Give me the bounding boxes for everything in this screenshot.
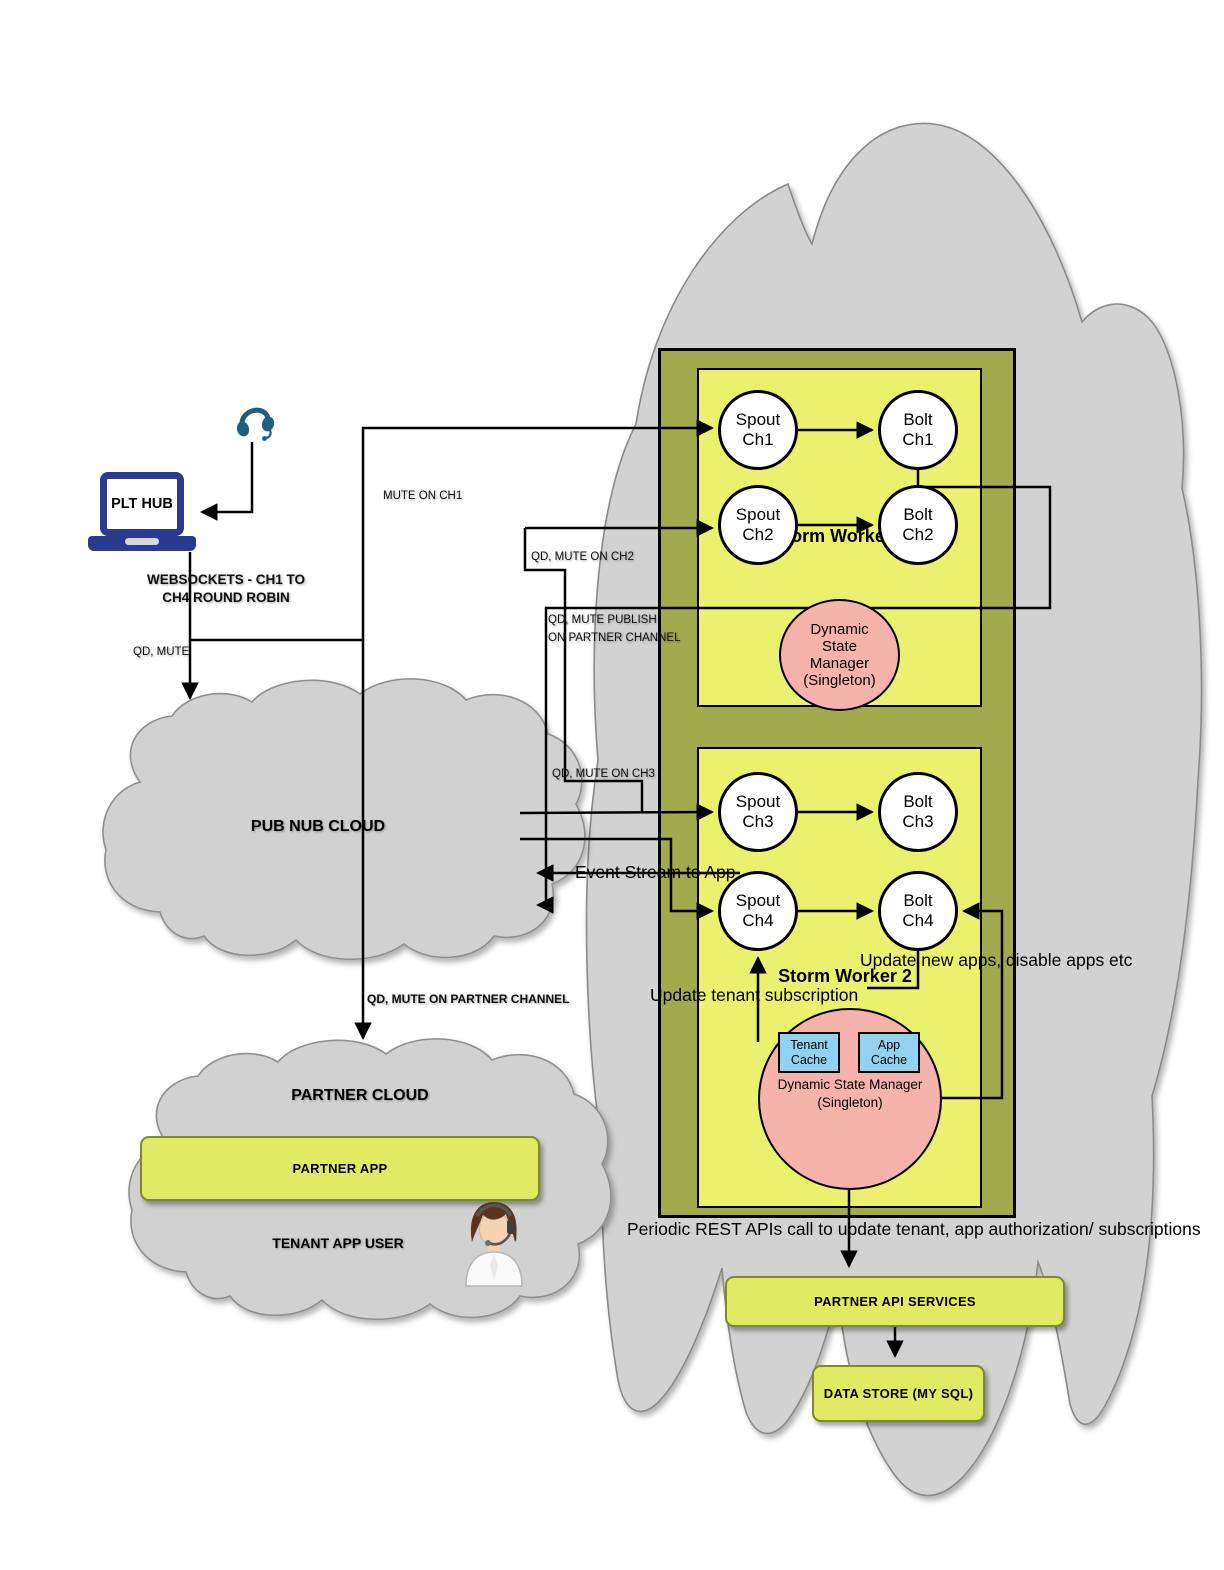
annotation-update-tenant: Update tenant subscription bbox=[650, 985, 859, 1005]
node-spout-ch1: Spout Ch1 bbox=[718, 390, 798, 470]
app-cache-box: App Cache bbox=[858, 1032, 920, 1073]
node-spout-ch4: Spout Ch4 bbox=[718, 871, 798, 951]
node-bolt-ch1: Bolt Ch1 bbox=[878, 390, 958, 470]
node-bolt-ch3: Bolt Ch3 bbox=[878, 772, 958, 852]
data-store-box: DATA STORE (MY SQL) bbox=[812, 1365, 985, 1422]
laptop-base bbox=[88, 536, 196, 551]
node-spout-ch2: Spout Ch2 bbox=[718, 485, 798, 565]
edge-label-qd-mute-publish: QD, MUTE PUBLISH ON PARTNER CHANNEL bbox=[548, 614, 681, 644]
plt-hub-label: PLT HUB bbox=[111, 496, 173, 512]
edge-label-qd-mute-partner-channel: QD, MUTE ON PARTNER CHANNEL bbox=[367, 992, 570, 1006]
dsm-singleton-worker1: Dynamic State Manager (Singleton) bbox=[779, 599, 900, 711]
edge-label-qd-mute-on-ch3: QD, MUTE ON CH3 bbox=[552, 768, 655, 780]
websockets-label: WEBSOCKETS - CH1 TO CH4 ROUND ROBIN bbox=[146, 572, 305, 605]
edge-label-qd-mute: QD, MUTE bbox=[133, 646, 190, 658]
partner-app-box: PARTNER APP bbox=[140, 1136, 540, 1201]
edge-label-qd-mute-on-ch2: QD, MUTE ON CH2 bbox=[531, 551, 634, 563]
headset-icon bbox=[236, 407, 275, 441]
laptop-icon: PLT HUB bbox=[100, 472, 184, 536]
annotation-update-new-apps: Update new apps, disable apps etc bbox=[860, 950, 1133, 970]
tenant-cache-box: Tenant Cache bbox=[778, 1032, 840, 1073]
partner-api-services-box: PARTNER API SERVICES bbox=[725, 1276, 1065, 1327]
partner-cloud-title: PARTNER CLOUD bbox=[291, 1087, 429, 1104]
tenant-app-user-label: TENANT APP USER bbox=[272, 1235, 404, 1251]
annotation-periodic-rest: Periodic REST APIs call to update tenant… bbox=[627, 1219, 1201, 1239]
node-bolt-ch4: Bolt Ch4 bbox=[878, 871, 958, 951]
node-spout-ch3: Spout Ch3 bbox=[718, 772, 798, 852]
support-agent-icon bbox=[465, 1202, 523, 1287]
edge-label-mute-on-ch1: MUTE ON CH1 bbox=[383, 490, 463, 502]
pubnub-cloud-title: PUB NUB CLOUD bbox=[250, 818, 386, 835]
annotation-event-stream: Event Stream to App bbox=[575, 862, 736, 882]
dsm2-label: Dynamic State Manager (Singleton) bbox=[777, 1077, 923, 1110]
node-bolt-ch2: Bolt Ch2 bbox=[878, 485, 958, 565]
